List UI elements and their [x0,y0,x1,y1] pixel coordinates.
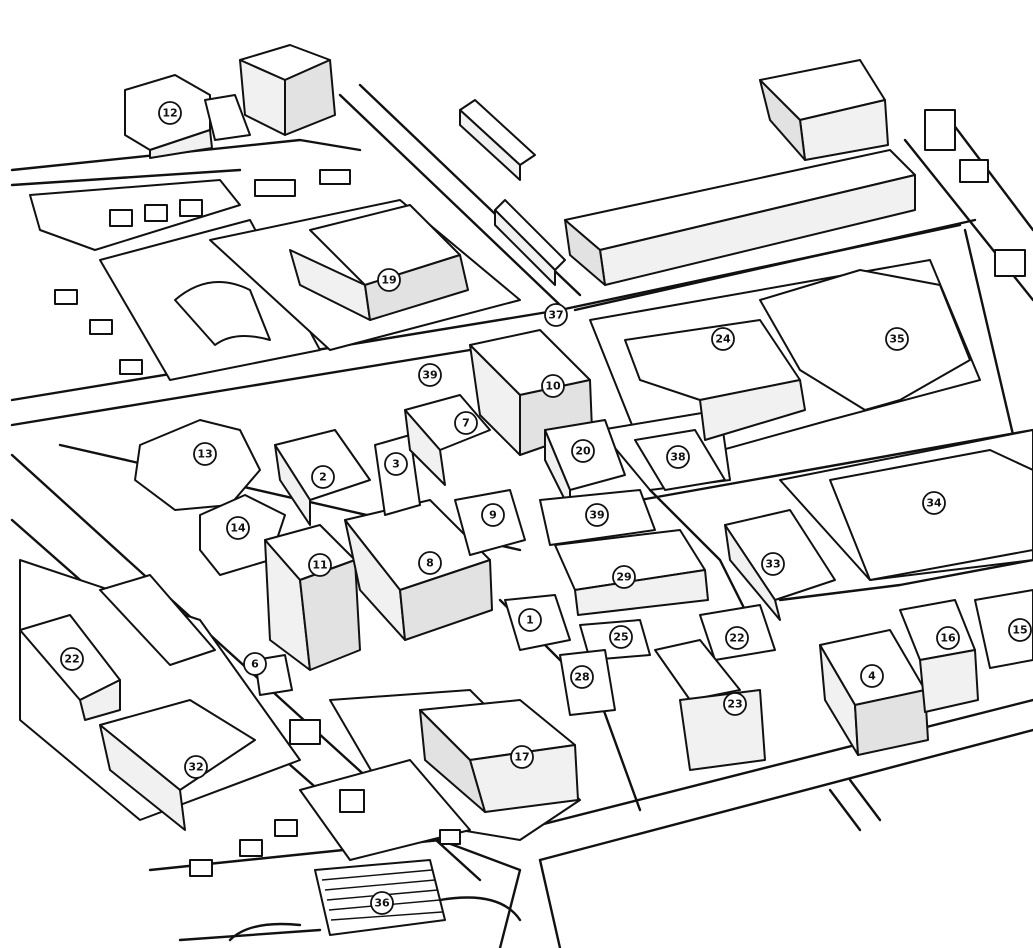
building-32 [99,699,256,831]
svg-text:39: 39 [589,509,604,522]
field-34 [829,449,1033,581]
building-35 [759,269,971,411]
number-markers: 1 2 3 4 6 7 8 9 10 11 12 13 14 15 16 17 … [60,101,1032,915]
svg-text:13: 13 [197,448,212,461]
map-marker-29[interactable]: 29 [612,565,636,589]
map-marker-14[interactable]: 14 [226,516,250,540]
map-marker-2[interactable]: 2 [311,465,335,489]
svg-text:36: 36 [374,897,390,910]
small-houses-top-left [54,109,1026,375]
svg-text:37: 37 [548,309,563,322]
map-marker-3[interactable]: 3 [384,452,408,476]
map-marker-39-upper[interactable]: 39 [418,363,442,387]
map-marker-19[interactable]: 19 [377,268,401,292]
svg-text:10: 10 [545,380,561,393]
svg-text:22: 22 [64,653,79,666]
map-marker-1[interactable]: 1 [518,608,542,632]
svg-text:20: 20 [575,445,591,458]
map-marker-33[interactable]: 33 [761,552,785,576]
building-19 [289,204,469,321]
svg-text:39: 39 [422,369,437,382]
building-17 [419,699,579,813]
map-marker-12[interactable]: 12 [158,101,182,125]
svg-text:23: 23 [727,698,742,711]
svg-text:6: 6 [251,658,259,671]
map-marker-24[interactable]: 24 [711,327,735,351]
svg-text:32: 32 [188,761,203,774]
map-marker-34[interactable]: 34 [922,491,946,515]
map-marker-36[interactable]: 36 [370,891,394,915]
map-marker-38[interactable]: 38 [666,445,690,469]
map-marker-8[interactable]: 8 [418,551,442,575]
svg-text:35: 35 [889,333,904,346]
svg-text:25: 25 [613,631,628,644]
map-marker-22-right[interactable]: 22 [725,626,749,650]
svg-text:7: 7 [462,417,470,430]
map-marker-16[interactable]: 16 [936,626,960,650]
small-row-buildings [459,99,566,286]
svg-text:14: 14 [230,522,246,535]
map-marker-11[interactable]: 11 [308,553,332,577]
building-7 [404,394,491,486]
map-marker-35[interactable]: 35 [885,327,909,351]
map-marker-4[interactable]: 4 [860,664,884,688]
building-top-right-long [564,149,916,286]
map-marker-6[interactable]: 6 [243,652,267,676]
building-2 [274,429,371,526]
buildings [19,44,1033,942]
svg-text:8: 8 [426,557,434,570]
building-8 [344,499,493,641]
svg-text:33: 33 [765,558,780,571]
svg-text:11: 11 [312,559,327,572]
svg-text:38: 38 [670,451,685,464]
map-marker-32[interactable]: 32 [184,755,208,779]
map-marker-13[interactable]: 13 [193,442,217,466]
building-12 [124,74,251,159]
building-23 [654,639,766,771]
svg-text:16: 16 [940,632,956,645]
svg-text:2: 2 [319,471,327,484]
building-13 [134,419,261,511]
map-marker-17[interactable]: 17 [510,745,534,769]
small-houses-lower-left [189,719,461,877]
map-marker-28[interactable]: 28 [570,665,594,689]
svg-text:3: 3 [392,458,400,471]
building-11 [264,524,361,671]
tower-top-center [239,44,336,136]
svg-text:1: 1 [526,614,534,627]
svg-text:28: 28 [574,671,589,684]
svg-text:15: 15 [1012,624,1027,637]
svg-text:12: 12 [162,107,177,120]
map-marker-10[interactable]: 10 [541,374,565,398]
curved-path [228,896,522,942]
svg-text:29: 29 [616,571,631,584]
svg-text:22: 22 [729,632,744,645]
map-marker-37[interactable]: 37 [544,303,568,327]
svg-text:9: 9 [489,509,497,522]
svg-text:4: 4 [868,670,876,683]
map-marker-20[interactable]: 20 [571,439,595,463]
map-marker-23[interactable]: 23 [723,692,747,716]
map-marker-9[interactable]: 9 [481,503,505,527]
building-15 [974,589,1033,669]
svg-text:17: 17 [514,751,529,764]
svg-text:24: 24 [715,333,731,346]
building-16 [899,599,979,713]
svg-text:19: 19 [381,274,396,287]
building-29 [554,529,709,616]
building-top-right-block [759,59,889,161]
map-marker-7[interactable]: 7 [454,411,478,435]
svg-text:34: 34 [926,497,942,510]
map-marker-39-lower[interactable]: 39 [585,503,609,527]
building-4 [819,629,929,756]
sculpture [174,281,271,346]
building-24 [624,319,806,441]
map-marker-15[interactable]: 15 [1008,618,1032,642]
map-marker-22-left[interactable]: 22 [60,647,84,671]
map-marker-25[interactable]: 25 [609,625,633,649]
